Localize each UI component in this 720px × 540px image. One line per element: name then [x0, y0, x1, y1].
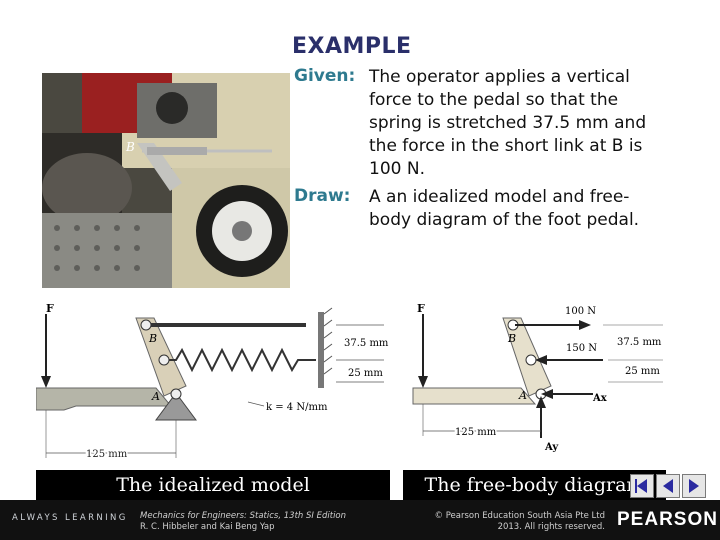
nav-next-button[interactable]: [682, 474, 706, 498]
given-label: Given:: [294, 66, 356, 86]
footer-book-authors: R. C. Hibbeler and Kai Beng Yap: [140, 522, 275, 532]
caption-bar: The idealized model: [36, 470, 390, 500]
caption-idealized: The idealized model: [116, 474, 310, 496]
draw-label: Draw:: [294, 186, 351, 206]
fbd-ax: Ax: [592, 393, 608, 404]
fbd-ay: Ay: [544, 442, 559, 453]
given-text: The operator applies a vertical force to…: [369, 66, 714, 181]
footer-copyright: © Pearson Education South Asia Pte Ltd: [434, 511, 605, 521]
nav-prev-button[interactable]: [656, 474, 680, 498]
label-b: B: [148, 332, 157, 345]
fbd-label-f: F: [417, 302, 425, 315]
fbd-dim-25: 25 mm: [625, 366, 660, 377]
link-pin: [140, 319, 152, 331]
wall: [318, 312, 324, 388]
draw-text: A an idealized model and free- body diag…: [369, 186, 714, 232]
dim-25: 25 mm: [348, 368, 383, 379]
fbd-label-a: A: [518, 389, 527, 402]
spring: [164, 347, 316, 373]
footer-book-title: Mechanics for Engineers: Statics, 13th S…: [140, 511, 347, 521]
given-line: the force in the short link at B is: [369, 136, 643, 156]
footer-always-learning: ALWAYS LEARNING: [12, 513, 128, 523]
caption-fbd: The free-body diagram: [424, 474, 645, 496]
nav-next-icon: [689, 479, 699, 493]
spring-constant: k = 4 N/mm: [266, 402, 328, 413]
given-line: The operator applies a vertical: [369, 67, 630, 87]
given-line: spring is stretched 37.5 mm and: [369, 113, 647, 133]
idealized-model-diagram: F B A 37.5 mm 25 mm k = 4 N/mm: [36, 302, 389, 462]
slide-nav: [630, 474, 710, 498]
pedal-photo-illustration: B: [42, 73, 290, 288]
pedal-foot-plate: [36, 387, 173, 411]
free-body-panel: F 100 N 150 N Ax Ay B A 37.5 mm 25 mm 1: [403, 298, 666, 500]
slide-title: EXAMPLE: [292, 34, 412, 59]
draw-line: A an idealized model and free-: [369, 187, 630, 207]
fbd-label-b: B: [507, 332, 516, 345]
label-f: F: [46, 302, 54, 315]
fbd-force-f-arrowhead: [418, 376, 428, 388]
given-line: 100 N.: [369, 159, 425, 179]
fbd-pedal-plate: [412, 387, 537, 405]
fbd-force-150: 150 N: [566, 343, 597, 354]
pearson-logo: PEARSON: [617, 509, 718, 530]
draw-line: body diagram of the foot pedal.: [369, 210, 640, 230]
nav-first-icon: [635, 479, 647, 493]
spring-pin: [158, 354, 170, 366]
dim-37-5: 37.5 mm: [344, 338, 389, 349]
fbd-dim-125: 125 mm: [455, 427, 497, 438]
fbd-dim-37-5: 37.5 mm: [617, 337, 662, 348]
footer-rights: 2013. All rights reserved.: [497, 522, 605, 532]
given-line: force to the pedal so that the: [369, 90, 619, 110]
dim-125: 125 mm: [86, 449, 128, 460]
fbd-force-100: 100 N: [565, 306, 596, 317]
force-f-arrowhead: [41, 376, 51, 388]
photo-label-b: B: [125, 140, 135, 154]
free-body-diagram: F 100 N 150 N Ax Ay B A 37.5 mm 25 mm 1: [412, 302, 663, 453]
nav-first-button[interactable]: [630, 474, 654, 498]
caption-bar: The free-body diagram: [403, 470, 666, 500]
label-a: A: [151, 390, 160, 403]
footer-bar: [0, 500, 720, 540]
nav-prev-icon: [663, 479, 673, 493]
pin-a: [170, 388, 182, 400]
idealized-model-panel: F B A 37.5 mm 25 mm k = 4 N/mm: [36, 298, 390, 500]
pedal-photo: B: [42, 73, 290, 288]
